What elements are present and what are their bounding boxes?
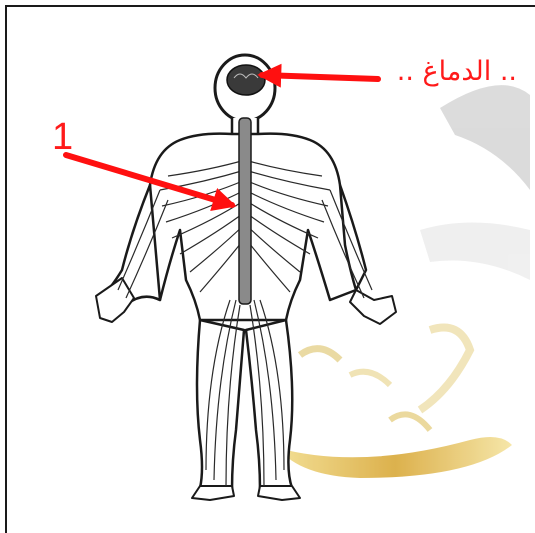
brain-pointer-arrow (262, 75, 378, 79)
brain-label: .. الدماغ .. (397, 58, 517, 85)
brain-shape (227, 65, 265, 95)
spinal-cord (239, 118, 251, 304)
number-one-label: 1 (52, 118, 73, 156)
